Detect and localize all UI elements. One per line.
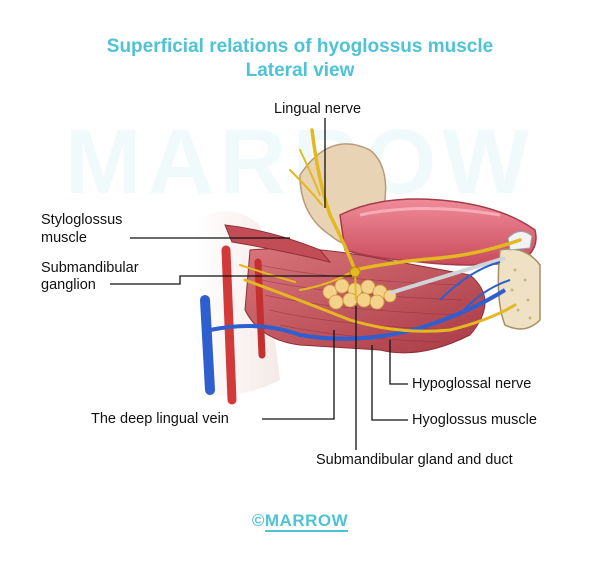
label-hypoglossal-nerve: Hypoglossal nerve <box>412 376 532 392</box>
label-submandibular-line1: Submandibular <box>41 260 139 276</box>
artery-branch <box>254 258 266 359</box>
artery-left <box>221 245 237 405</box>
footer-logo: ©MARROW <box>0 511 600 532</box>
submandibular-gland-shape <box>322 278 397 310</box>
label-deep-lingual-vein: The deep lingual vein <box>91 411 229 427</box>
submandibular-duct <box>389 256 506 295</box>
leader-lines <box>110 118 408 450</box>
tongue-dorsum-highlight <box>359 207 501 217</box>
brand-name: MARROW <box>264 511 349 532</box>
mandible-trabeculae <box>510 268 532 320</box>
label-hyoglossus-muscle: Hyoglossus muscle <box>412 412 537 428</box>
mandible-section <box>497 248 541 330</box>
label-submandibular-line2: ganglion <box>41 277 96 293</box>
hypoglossal-nerve-shape <box>243 278 517 333</box>
diagram-title: Superficial relations of hyoglossus musc… <box>106 36 494 57</box>
vein-branches <box>439 261 511 316</box>
styloglossus-muscle-shape <box>224 224 332 263</box>
label-lingual-nerve: Lingual nerve <box>274 101 362 117</box>
label-submandibular-gland: Submandibular gland and duct <box>316 452 513 468</box>
diagram-subtitle: Lateral view <box>245 60 355 81</box>
submandibular-ganglion-shape <box>349 266 361 278</box>
vein-main <box>200 295 215 395</box>
label-styloglossus-line2: muscle <box>41 230 87 246</box>
label-styloglossus-line1: Styloglossus <box>41 212 123 228</box>
muscle-striations <box>259 264 463 343</box>
watermark-text: MARROW <box>64 111 536 213</box>
copyright-symbol: © <box>251 511 265 530</box>
